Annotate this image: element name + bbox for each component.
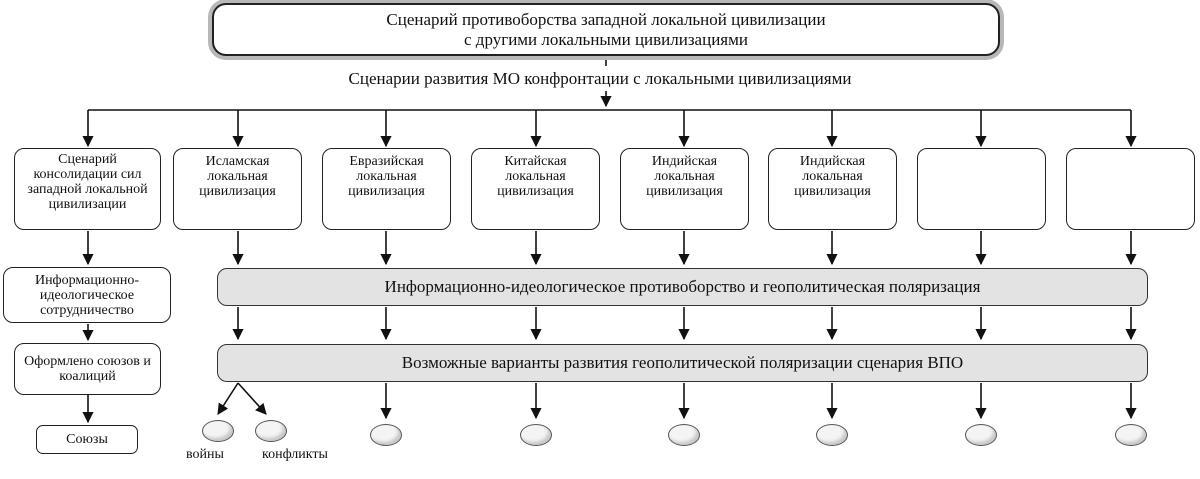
- alliances-box: Оформлено союзов и коалиций: [14, 343, 161, 395]
- civilization-box: Индийская локальная цивилизация: [620, 148, 749, 230]
- outcome-circle: [668, 424, 700, 446]
- civilization-box: Индийская локальная цивилизация: [768, 148, 897, 230]
- outcome-circle: [1115, 424, 1147, 446]
- wars-label: войны: [186, 447, 224, 462]
- civilization-box: [1066, 148, 1195, 230]
- scenario-title: Сценарий противоборства западной локальн…: [386, 9, 826, 49]
- info-cooperation-label: Информационно-идеологическое сотрудничес…: [34, 272, 140, 318]
- scenario-subtitle: Сценарии развития МО конфронтации с лока…: [348, 69, 852, 88]
- arrow-to-conflicts: [237, 382, 267, 415]
- outcome-circle: [816, 424, 848, 446]
- unions-label: Союзы: [66, 432, 108, 447]
- outcome-circle: [255, 420, 287, 442]
- outcome-circle: [965, 424, 997, 446]
- polarization-variants-band: Возможные варианты развития геополитичес…: [217, 344, 1148, 382]
- civilization-label: Индийская локальная цивилизация: [794, 154, 871, 199]
- outcome-circle: [520, 424, 552, 446]
- consolidation-box: Сценарий консолидации сил западной локал…: [14, 148, 161, 230]
- arrow-to-wars: [217, 382, 239, 415]
- civilization-box: [917, 148, 1046, 230]
- info-confrontation-band: Информационно-идеологическое противоборс…: [217, 268, 1148, 306]
- civilization-label: Китайская локальная цивилизация: [497, 154, 574, 199]
- unions-box: Союзы: [36, 425, 138, 454]
- polarization-variants-label: Возможные варианты развития геополитичес…: [401, 353, 964, 372]
- outcome-circle: [370, 424, 402, 446]
- info-cooperation-box: Информационно-идеологическое сотрудничес…: [3, 267, 171, 323]
- civilization-box: Китайская локальная цивилизация: [471, 148, 600, 230]
- conflicts-label: конфликты: [262, 447, 328, 462]
- consolidation-label: Сценарий консолидации сил западной локал…: [27, 152, 148, 212]
- civilization-label: Индийская локальная цивилизация: [646, 154, 723, 199]
- civilization-box: Исламская локальная цивилизация: [173, 148, 302, 230]
- civilization-label: Евразийская локальная цивилизация: [348, 154, 425, 199]
- civilization-label: Исламская локальная цивилизация: [199, 154, 276, 199]
- info-confrontation-label: Информационно-идеологическое противоборс…: [384, 277, 981, 296]
- scenario-title-box: Сценарий противоборства западной локальн…: [212, 3, 1000, 56]
- outcome-circle: [202, 420, 234, 442]
- alliances-label: Оформлено союзов и коалиций: [24, 354, 151, 384]
- civilization-box: Евразийская локальная цивилизация: [322, 148, 451, 230]
